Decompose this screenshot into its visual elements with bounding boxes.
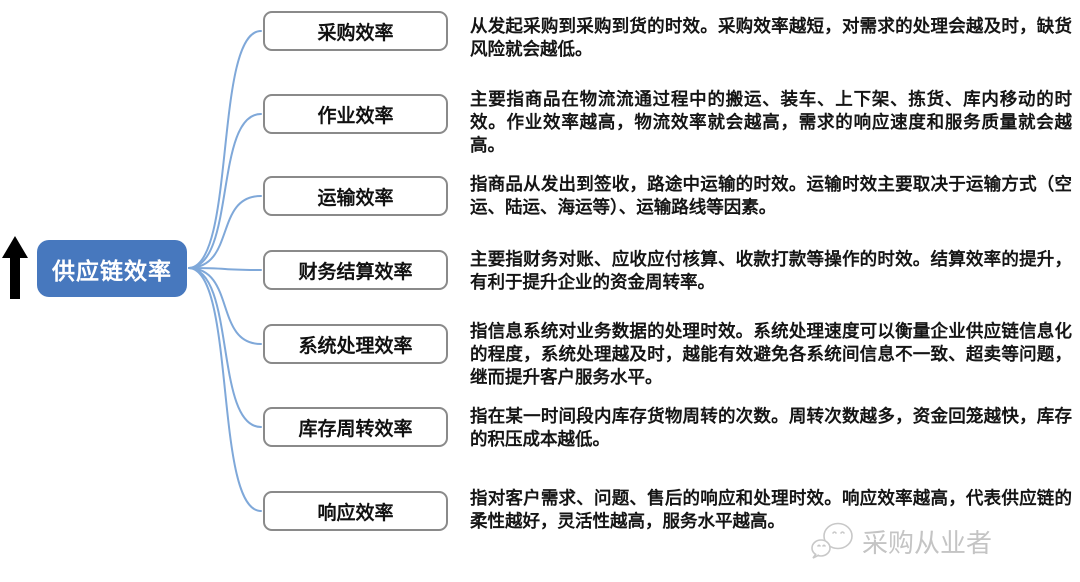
- branch-node-operations-efficiency: 作业效率: [263, 94, 448, 134]
- root-node: 供应链效率: [37, 240, 187, 297]
- branch-node-system-processing-efficiency: 系统处理效率: [263, 324, 448, 364]
- branch-node-label: 作业效率: [317, 105, 394, 127]
- branch-connector: [188, 267, 262, 512]
- branch-description: 从发起采购到采购到货的时效。采购效率越短，对需求的处理会越及时，缺货风险就会越低…: [470, 16, 1072, 59]
- branch-connector: [188, 113, 262, 269]
- branch-node-label: 运输效率: [317, 187, 394, 209]
- branch-node-label: 系统处理效率: [298, 335, 413, 357]
- up-arrow-shaft: [10, 257, 20, 299]
- watermark: 采购从业者: [810, 521, 992, 561]
- branch-node-label: 采购效率: [317, 22, 394, 44]
- branch-description: 指在某一时间段内库存货物周转的次数。周转次数越多，资金回笼越快，库存的积压成本越…: [470, 406, 1072, 449]
- branch-description: 主要指商品在物流流通过程中的搬运、装车、上下架、拣货、库内移动的时效。作业效率越…: [470, 89, 1072, 155]
- branch-description: 指对客户需求、问题、售后的响应和处理时效。响应效率越高，代表供应链的柔性越好，灵…: [470, 488, 1072, 531]
- branch-connector: [188, 267, 262, 428]
- branch-description: 指信息系统对业务数据的处理时效。系统处理速度可以衡量企业供应链信息化的程度，系统…: [470, 321, 1072, 387]
- branch-description: 主要指财务对账、应收应付核算、收款打款等操作的时效。结算效率的提升，有利于提升企…: [470, 249, 1072, 292]
- branch-node-label: 库存周转效率: [298, 418, 413, 440]
- up-arrow-icon: [2, 236, 28, 300]
- branch-node-procurement-efficiency: 采购效率: [263, 11, 448, 51]
- branch-connector: [188, 195, 262, 269]
- branch-description: 指商品从发出到签收，路途中运输的时效。运输时效主要取决于运输方式（空运、陆运、海…: [470, 174, 1072, 217]
- branch-node-label: 响应效率: [317, 502, 394, 524]
- branch-connector: [188, 30, 262, 269]
- branch-node-transport-efficiency: 运输效率: [263, 176, 448, 216]
- wechat-logo-icon: [811, 522, 853, 559]
- branch-node-label: 财务结算效率: [298, 261, 413, 283]
- branch-connector: [188, 267, 262, 345]
- branch-node-finance-settlement-efficiency: 财务结算效率: [263, 250, 448, 290]
- root-node-label: 供应链效率: [52, 257, 172, 284]
- branch-connector: [188, 267, 262, 271]
- branch-node-response-efficiency: 响应效率: [263, 491, 448, 531]
- up-arrow-head: [2, 236, 28, 258]
- branch-node-inventory-turnover-efficiency: 库存周转效率: [263, 407, 448, 447]
- watermark-text: 采购从业者: [862, 527, 993, 558]
